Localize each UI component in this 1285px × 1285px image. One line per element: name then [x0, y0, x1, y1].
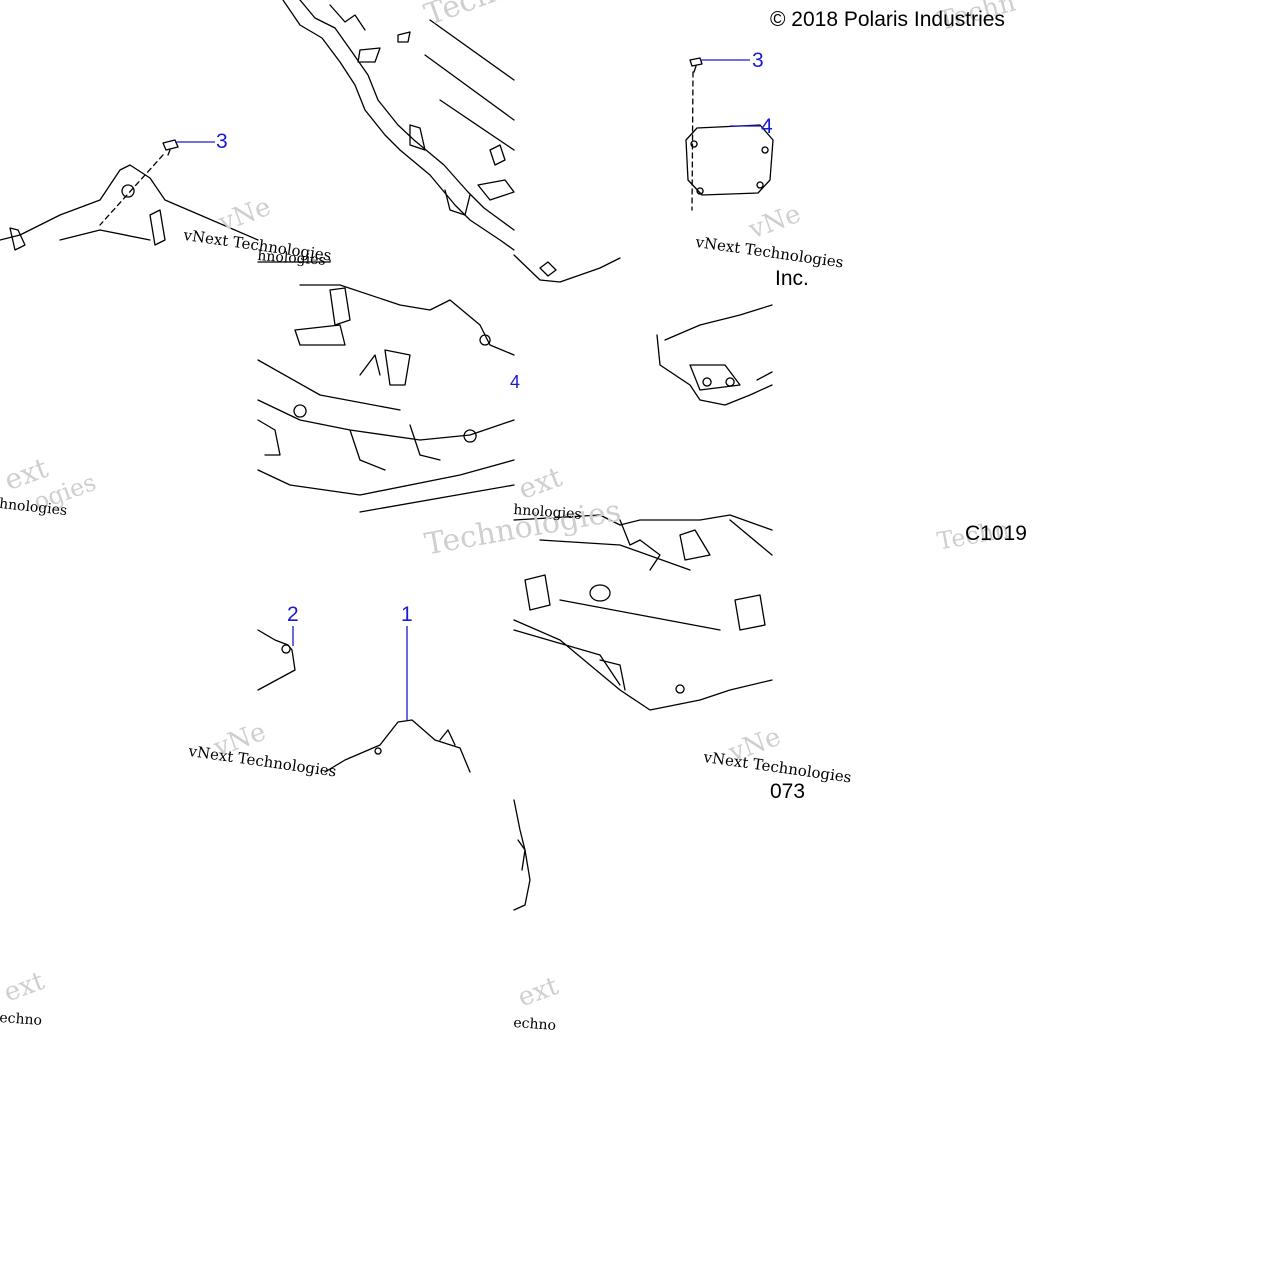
floor-plate-center: [257, 259, 515, 513]
drawing-code-b: 073: [770, 780, 806, 803]
lower-fragment: [513, 799, 531, 911]
right-side-bracket: [656, 304, 773, 406]
watermark-techno-bottom-left: echno: [0, 1010, 43, 1029]
callout-3-left: 3: [216, 130, 228, 153]
callout-3-right: 3: [752, 49, 764, 72]
drawing-code-a: C1019: [965, 522, 1027, 545]
watermark-techno-bottom-mid: echno: [512, 1015, 557, 1034]
copyright-tail-text: Inc.: [775, 267, 809, 290]
push-screw-left: [99, 139, 179, 226]
callout-4-center: 4: [510, 372, 521, 392]
callout-4-right: 4: [761, 115, 773, 138]
copyright-text: © 2018 Polaris Industries: [770, 8, 1005, 31]
push-screw-right: [689, 57, 703, 211]
skid-plate-edge-lip: [513, 254, 621, 283]
access-cover-panel: [685, 124, 774, 196]
left-bracket-plate: [0, 164, 259, 251]
floor-plate-right: [513, 514, 773, 711]
lower-center-plate: [324, 719, 471, 773]
skid-plate-rail-top: [282, 0, 515, 251]
callout-2: 2: [287, 603, 299, 626]
callout-1: 1: [401, 603, 413, 626]
lower-left-bracket: [257, 629, 296, 691]
blank-tile-right-top: [845, 35, 1285, 255]
